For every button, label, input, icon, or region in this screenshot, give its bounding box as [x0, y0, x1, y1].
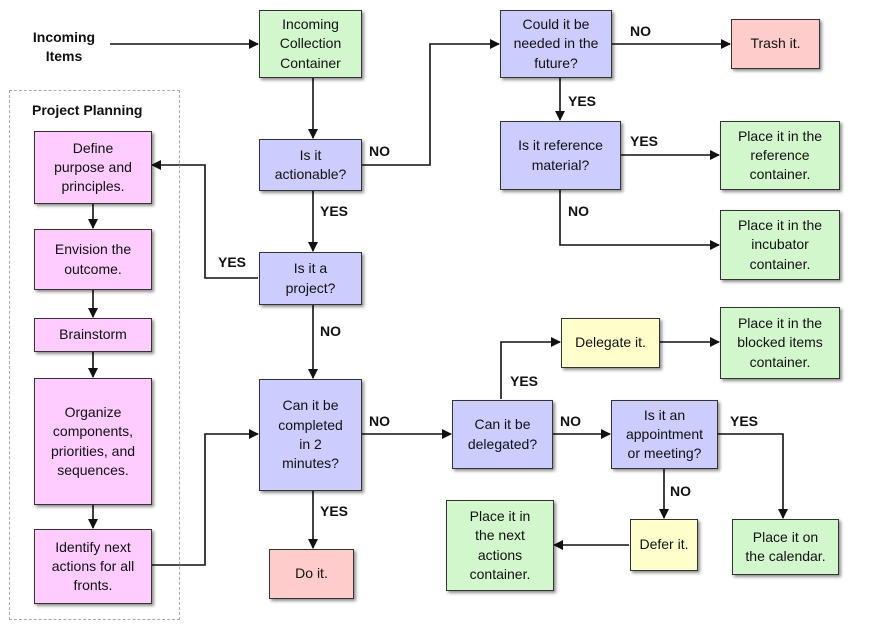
action-do-it: Do it. [269, 549, 354, 599]
label-reference-no: NO [568, 203, 589, 219]
edge-delegate-yes-to-delegate [500, 337, 561, 399]
action-delegate: Delegate it. [561, 318, 660, 368]
edge-identify-to-two-min [152, 429, 259, 566]
edge-appointment-yes-to-calendar [718, 433, 788, 519]
label-future-yes: YES [568, 93, 597, 109]
label-actionable-yes: YES [320, 203, 349, 219]
step-identify-next-actions: Identify next actions for all fronts. [34, 529, 152, 604]
reference-container: Place it in the reference container. [720, 121, 840, 190]
label-two-min-no: NO [369, 413, 390, 429]
step-envision-outcome: Envision the outcome. [34, 229, 152, 290]
next-actions-container: Place it in the next actions container. [446, 500, 554, 591]
label-future-no: NO [630, 23, 651, 39]
label-appointment-no: NO [670, 483, 691, 499]
project-planning-title: Project Planning [32, 102, 143, 118]
decision-appointment: Is it an appointment or meeting? [611, 400, 718, 469]
label-appointment-yes: YES [730, 413, 759, 429]
edge-actionable-no-to-future [362, 39, 500, 166]
incubator-container: Place it in the incubator container. [720, 210, 840, 280]
edge-project-yes-to-define [151, 160, 258, 279]
step-define-purpose: Define purpose and principles. [34, 131, 152, 204]
incoming-collection-container: Incoming Collection Container [259, 10, 362, 78]
decision-two-minutes: Can it be completed in 2 minutes? [259, 379, 362, 491]
label-reference-yes: YES [630, 133, 659, 149]
action-defer: Defer it. [630, 519, 698, 571]
label-delegate-no: NO [560, 413, 581, 429]
edge-reference-no-to-incubator [559, 190, 720, 250]
decision-actionable: Is it actionable? [259, 139, 362, 191]
project-planning-group [9, 90, 180, 620]
decision-delegate: Can it be delegated? [452, 400, 553, 469]
decision-project: Is it a project? [259, 252, 362, 305]
step-organize: Organize components, priorities, and seq… [34, 378, 152, 505]
calendar: Place it on the calendar. [732, 519, 839, 575]
label-project-no: NO [320, 323, 341, 339]
step-brainstorm: Brainstorm [34, 318, 152, 352]
incoming-items-label: Incoming Items [32, 29, 96, 64]
label-project-yes: YES [218, 254, 247, 270]
blocked-items-container: Place it in the blocked items container. [720, 307, 840, 379]
decision-future: Could it be needed in the future? [500, 10, 612, 78]
label-delegate-yes: YES [510, 373, 539, 389]
label-two-min-yes: YES [320, 503, 349, 519]
action-trash: Trash it. [731, 19, 820, 69]
label-actionable-no: NO [369, 143, 390, 159]
decision-reference: Is it reference material? [500, 121, 621, 190]
